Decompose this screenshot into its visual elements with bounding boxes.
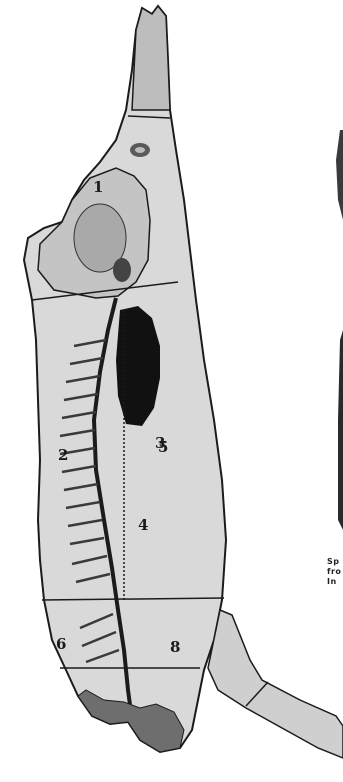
caption-line-3: In	[327, 578, 337, 586]
cut-label-6: 6	[56, 637, 66, 652]
cut-label-4: 4	[138, 518, 148, 533]
hind-shank	[132, 6, 170, 110]
caption-line-2: fro	[327, 568, 341, 576]
pelvic-bone	[113, 258, 131, 282]
adjacent-figure-edge	[336, 130, 343, 220]
cut-label-5: 5	[158, 440, 168, 455]
cut-label-2: 2	[58, 448, 68, 463]
inspection-stamp	[130, 143, 150, 157]
cut-label-8: 8	[170, 640, 180, 655]
fore-shank	[208, 610, 343, 758]
kidney-shadow	[116, 306, 160, 426]
cut-label-1: 1	[93, 180, 103, 195]
caption-line-1: Sp	[327, 558, 340, 566]
adjacent-figure-strip	[338, 330, 343, 530]
